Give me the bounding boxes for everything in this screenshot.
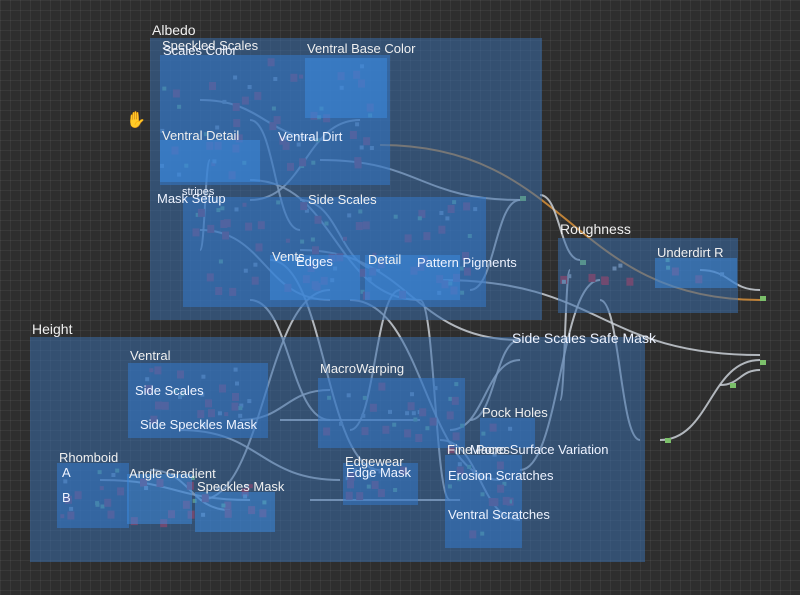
frame-title-fine-pores: Fine Pores [447, 442, 510, 457]
frame-vents[interactable]: Vents [270, 249, 360, 300]
frame-title-height: Height [32, 321, 73, 337]
frame-macrowarping[interactable]: MacroWarping [318, 361, 465, 448]
frame-detail[interactable]: Detail [365, 252, 460, 300]
label-stripes: stripes [182, 186, 215, 198]
label-mask-setup: Mask Setup [157, 191, 226, 206]
frame-title-ventral: Ventral [130, 348, 171, 363]
frame-title-edgewear: Edgewear [345, 454, 404, 469]
frame-title-albedo: Albedo [152, 22, 196, 38]
frame-title-detail: Detail [368, 252, 402, 267]
frame-fine-pores[interactable]: Fine Pores [445, 442, 522, 548]
label-ventral-dirt: Ventral Dirt [278, 129, 343, 144]
frame-ventral-detail[interactable]: Ventral Detail [160, 128, 260, 182]
frame-title-macrowarping: MacroWarping [320, 361, 405, 376]
label-erosion-scratches: Erosion Scratches [448, 468, 554, 483]
label-edges: Edges [296, 254, 333, 269]
output-node[interactable] [730, 383, 736, 388]
frame-angle-gradient[interactable]: Angle Gradient [127, 466, 216, 524]
label-pattern-pigments: Pattern Pigments [417, 255, 517, 270]
frame-title-ventral-base-color: Ventral Base Color [307, 41, 416, 56]
label-ventral-scratches: Ventral Scratches [448, 507, 550, 522]
frame-underdirt-r[interactable]: Underdirt R [655, 245, 737, 288]
frame-title-speckled-scales: Speckled Scales [162, 38, 259, 53]
label-letter-b: B [62, 490, 71, 505]
label-side-speckles-mask: Side Speckles Mask [140, 417, 258, 432]
connection-wire [719, 369, 761, 386]
frame-title-angle-gradient: Angle Gradient [129, 466, 216, 481]
output-node[interactable] [760, 296, 766, 301]
frame-pock-holes[interactable]: Pock Holes [480, 405, 548, 448]
output-node[interactable] [760, 360, 766, 365]
frame-edgewear[interactable]: Edgewear [343, 454, 418, 505]
frame-speckles-mask[interactable]: Speckles Mask [195, 479, 284, 532]
frame-title-speckles-mask: Speckles Mask [197, 479, 285, 494]
frame-title-underdirt-r: Underdirt R [657, 245, 724, 260]
label-height-side-scales: Side Scales [135, 383, 204, 398]
label-side-scales-safe-mask: Side Scales Safe Mask [512, 330, 656, 346]
frame-title-roughness: Roughness [560, 221, 631, 237]
frame-title-rhomboid: Rhomboid [59, 450, 119, 465]
frame-ventral[interactable]: Ventral [128, 348, 268, 438]
frame-ventral-base-color[interactable]: Ventral Base Color [305, 41, 415, 118]
connection-wire [659, 359, 761, 441]
frame-title-side-scales: Side Scales [308, 192, 377, 207]
label-letter-a: A [62, 465, 71, 480]
frame-title-ventral-detail: Ventral Detail [162, 128, 240, 143]
label-edge-mask: Edge Mask [346, 465, 412, 480]
label-scales-color: Scales Color [163, 43, 237, 58]
hand-cursor-icon: ✋ [126, 112, 146, 129]
frame-title-pock-holes: Pock Holes [482, 405, 548, 420]
frame-rhomboid[interactable]: Rhomboid [57, 450, 129, 528]
output-node[interactable] [665, 438, 671, 443]
label-macro-surface-variation: Macro Surface Variation [470, 442, 609, 457]
frame-title-vents: Vents [272, 249, 305, 264]
